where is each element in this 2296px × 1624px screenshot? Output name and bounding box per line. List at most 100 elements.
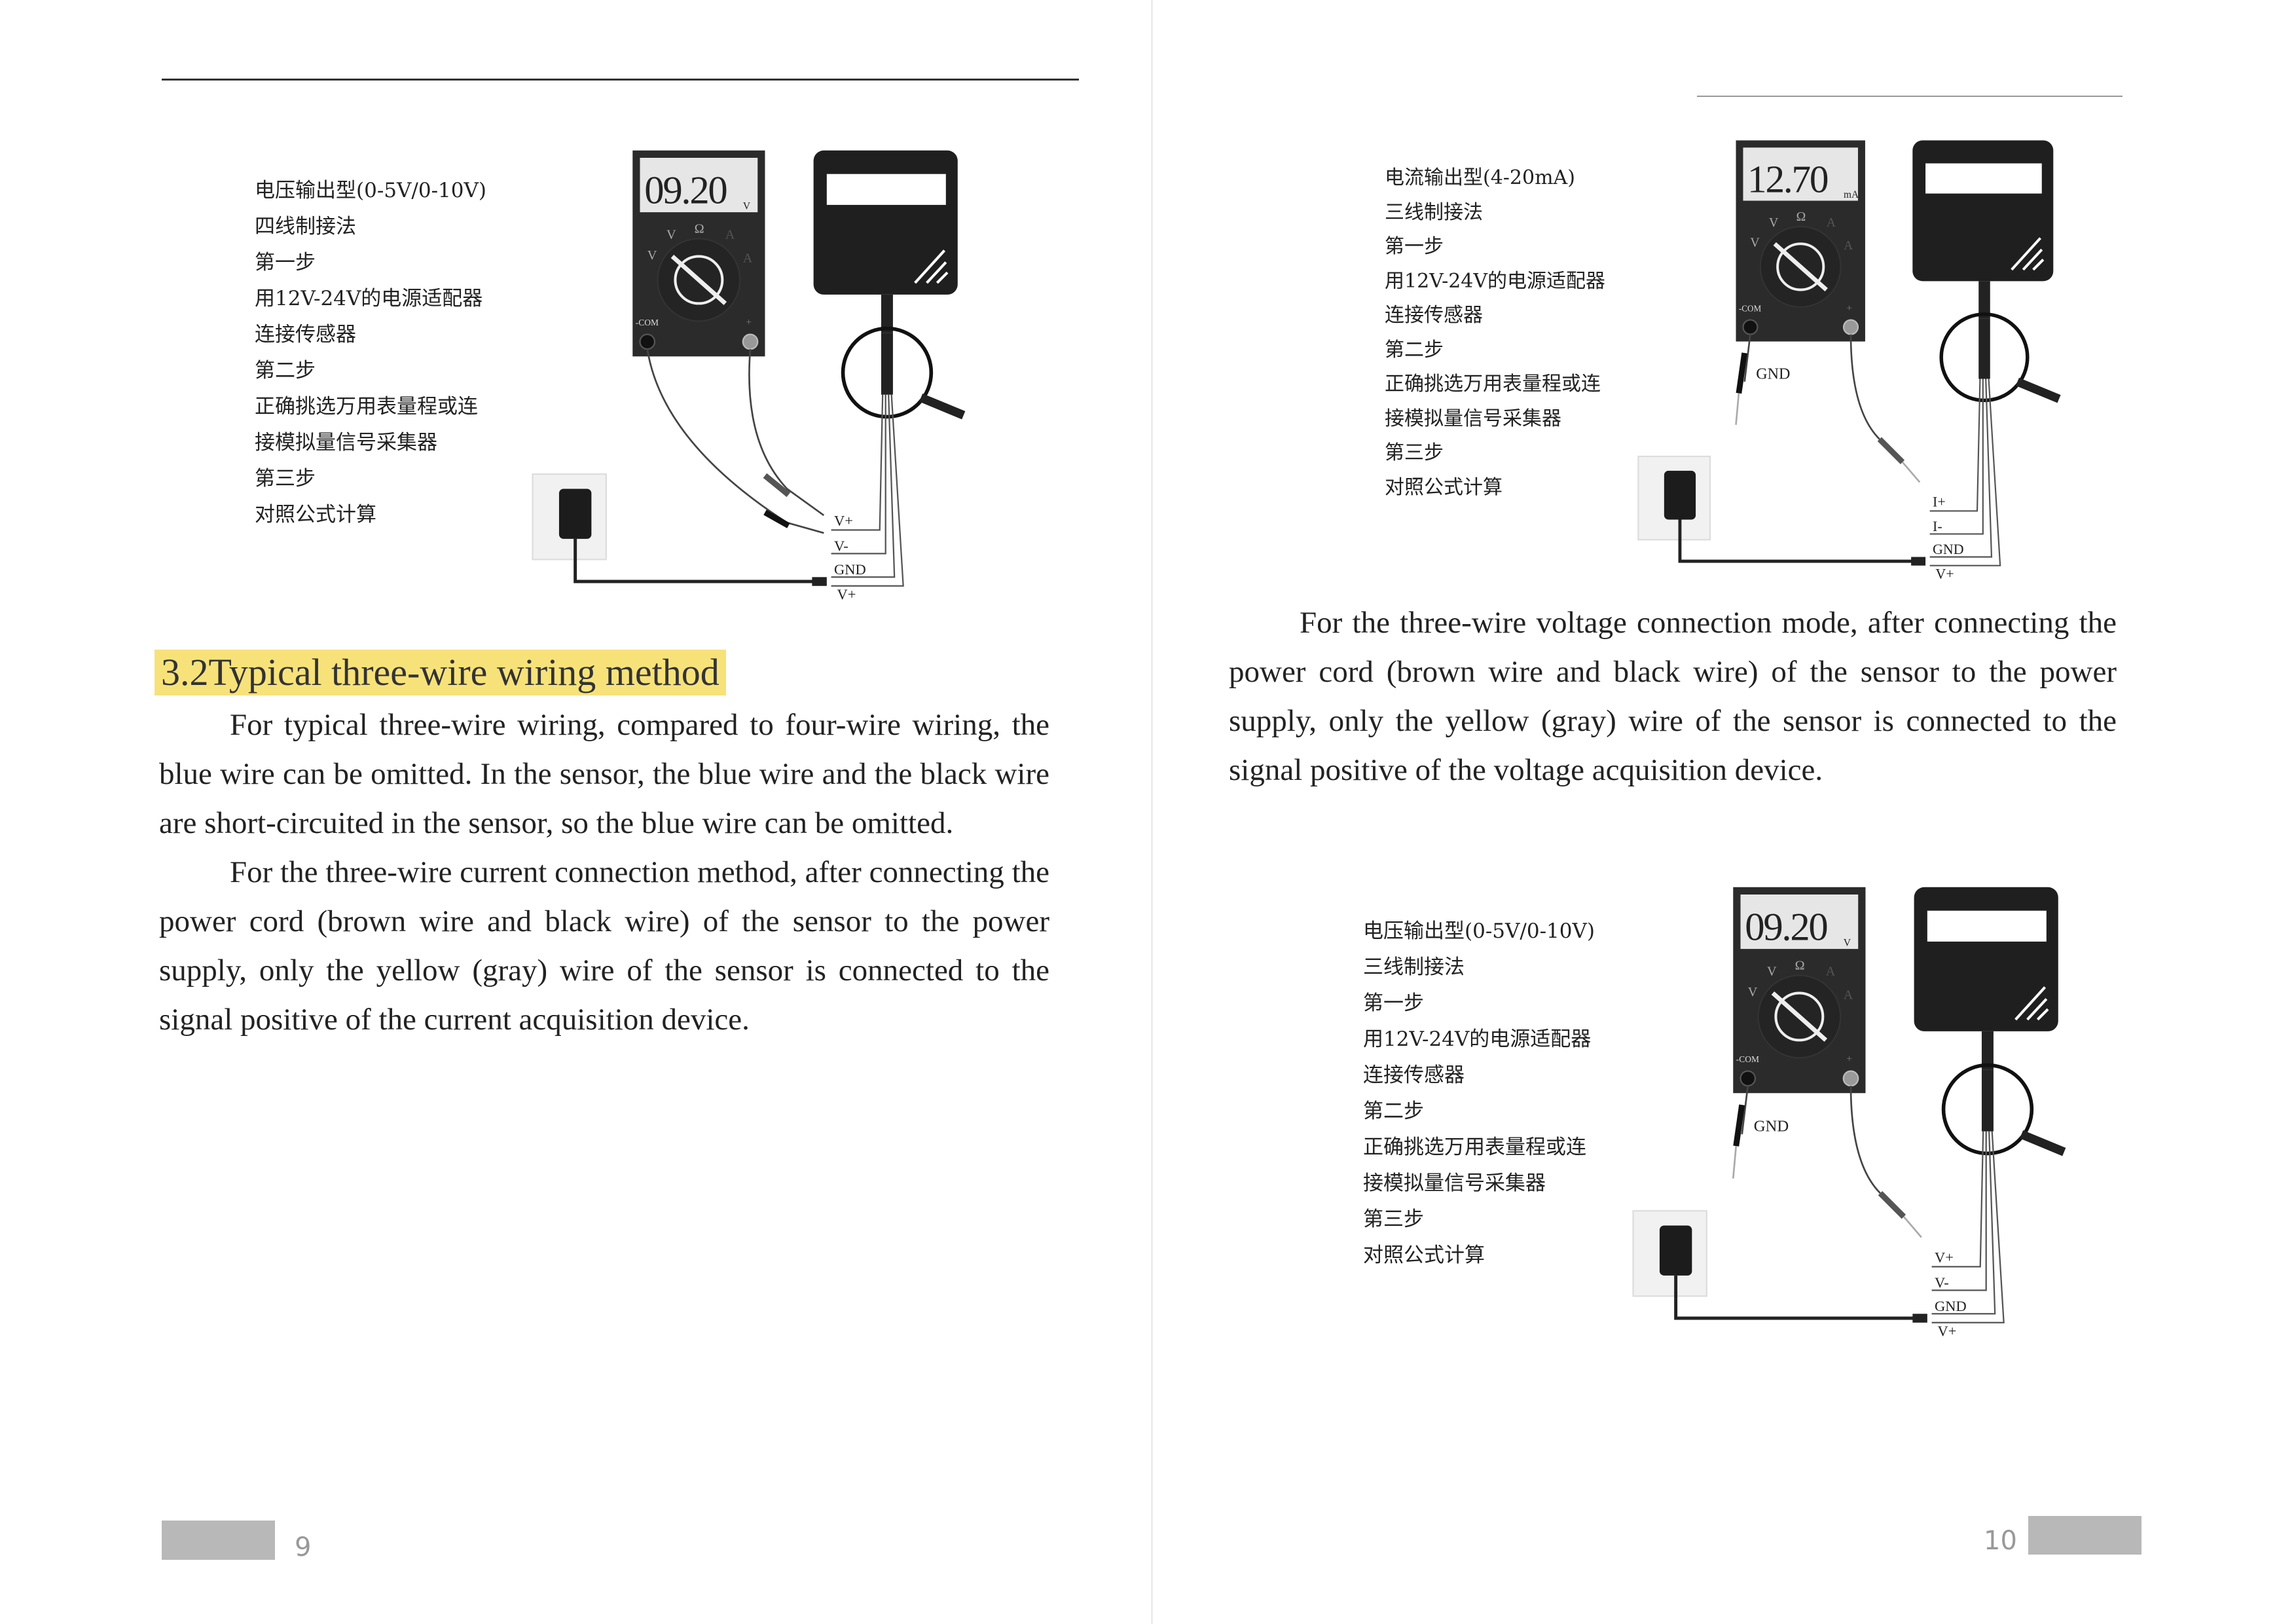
left-body-text: For typical three-wire wiring, compared … xyxy=(159,701,1049,1044)
dial-label: V xyxy=(666,228,676,242)
steps-title: 电压输出型(0-5V/0-10V) xyxy=(1363,919,1595,943)
sensor-device-icon xyxy=(813,150,958,333)
wire-label: V+ xyxy=(834,513,853,529)
probe-gnd-label: GND xyxy=(1754,1118,1789,1135)
wire-label: GND xyxy=(1933,541,1964,557)
wire-label: I+ xyxy=(1933,494,1946,510)
plus-jack xyxy=(1842,319,1859,335)
dial-label: V xyxy=(1748,985,1758,999)
com-label: -COM xyxy=(1736,1054,1759,1064)
multimeter-reading: 09.20 xyxy=(644,169,727,213)
step-line: 正确挑选万用表量程或连 xyxy=(1385,373,1601,396)
wiring-diagram-svg: 09.20 V V Ω A V A -COM + xyxy=(1632,887,2066,1339)
header-rule-left xyxy=(162,79,1079,81)
cable-connector xyxy=(812,577,827,586)
header-rule-right xyxy=(1697,96,2123,97)
step-line: 第三步 xyxy=(255,467,316,490)
dial-label: V xyxy=(1750,236,1760,250)
step-line: 用12V-24V的电源适配器 xyxy=(1363,1027,1592,1051)
dial-label: A xyxy=(1844,988,1853,1003)
multimeter-unit: V xyxy=(1844,938,1851,949)
step-line: 三线制接法 xyxy=(1363,955,1465,979)
wire-label: V- xyxy=(834,538,848,554)
plus-jack xyxy=(1842,1070,1859,1087)
power-adapter-icon xyxy=(558,489,592,539)
page-number: 9 xyxy=(295,1532,312,1562)
dial-label: A xyxy=(1844,238,1853,253)
probe-leads xyxy=(646,348,825,534)
wire-label: V- xyxy=(1935,1274,1949,1291)
magnifier-icon xyxy=(841,326,966,420)
step-line: 对照公式计算 xyxy=(255,503,376,526)
com-label: -COM xyxy=(636,318,659,327)
steps-title: 电流输出型(4-20mA) xyxy=(1385,166,1575,189)
step-line: 第一步 xyxy=(1363,991,1424,1015)
com-jack xyxy=(1742,319,1758,335)
power-cable xyxy=(1674,1275,1922,1320)
step-line: 连接传感器 xyxy=(1385,304,1483,327)
sensor-wires xyxy=(1931,1131,2005,1323)
magnifier-icon xyxy=(1941,1063,2066,1156)
wiring-diagram-three-wire-current: 12.70 mA V Ω A V A -COM + xyxy=(1630,138,2071,583)
wire-label: I- xyxy=(1933,518,1942,534)
step-line: 接模拟量信号采集器 xyxy=(1363,1172,1546,1195)
wire-label: V+ xyxy=(1935,1249,1954,1266)
paragraph: For typical three-wire wiring, compared … xyxy=(159,708,1049,840)
multimeter-icon: 09.20 V V Ω A V A -COM + xyxy=(632,150,765,357)
multimeter-icon: 12.70 mA V Ω A V A -COM + xyxy=(1736,140,1865,342)
com-jack xyxy=(1740,1070,1757,1087)
section-heading: 3.2Typical three-wire wiring method xyxy=(155,650,726,695)
multimeter-unit: mA xyxy=(1844,189,1859,200)
com-jack xyxy=(639,333,656,350)
step-line: 第二步 xyxy=(1363,1099,1424,1123)
step-line: 第三步 xyxy=(1385,441,1444,464)
page-number: 10 xyxy=(1984,1526,2017,1556)
com-label: -COM xyxy=(1739,303,1762,313)
step-line: 接模拟量信号采集器 xyxy=(1385,407,1561,430)
dial-label: Ω xyxy=(1796,210,1806,224)
multimeter-reading: 09.20 xyxy=(1745,906,1827,950)
sensor-wires xyxy=(1929,378,2001,566)
dial-label: Ω xyxy=(1795,959,1805,973)
multimeter-icon: 09.20 V V Ω A V A -COM + xyxy=(1733,887,1866,1094)
plus-label: + xyxy=(746,317,752,328)
power-adapter-icon xyxy=(1664,470,1696,520)
right-body-text: For the three-wire voltage connection mo… xyxy=(1229,599,2117,795)
steps-title: 电压输出型(0-5V/0-10V) xyxy=(255,179,486,202)
step-line: 对照公式计算 xyxy=(1363,1244,1485,1267)
step-line: 第三步 xyxy=(1363,1208,1424,1231)
page-marker-bar xyxy=(2028,1516,2141,1555)
wiring-steps-three-wire-current: 电流输出型(4-20mA) 三线制接法 第一步 用12V-24V的电源适配器 连… xyxy=(1385,161,1605,505)
wiring-steps-three-wire-voltage: 电压输出型(0-5V/0-10V) 三线制接法 第一步 用12V-24V的电源适… xyxy=(1363,913,1595,1274)
plus-label: + xyxy=(1846,1054,1852,1065)
step-line: 用12V-24V的电源适配器 xyxy=(1385,269,1606,293)
multimeter-reading: 12.70 xyxy=(1747,157,1828,200)
dial-label: Ω xyxy=(695,222,704,236)
wiring-diagram-svg: 12.70 mA V Ω A V A -COM + xyxy=(1637,140,2061,581)
step-line: 连接传感器 xyxy=(1363,1063,1465,1087)
wiring-diagram-three-wire-voltage: 09.20 V V Ω A V A -COM + xyxy=(1630,884,2071,1340)
wiring-diagram-svg: 09.20 V V Ω A V A -COM + xyxy=(532,150,966,602)
wire-label: V+ xyxy=(1935,565,1954,581)
paragraph: For the three-wire voltage connection mo… xyxy=(1229,606,2117,787)
dial-label: V xyxy=(1767,965,1777,979)
paragraph: For the three-wire current connection me… xyxy=(159,855,1049,1037)
wiring-diagram-four-wire-voltage: 09.20 V V Ω A V A -COM + xyxy=(530,147,971,604)
power-cable xyxy=(574,538,821,583)
step-line: 三线制接法 xyxy=(1385,200,1483,224)
step-line: 第一步 xyxy=(255,251,316,274)
step-line: 用12V-24V的电源适配器 xyxy=(255,287,483,310)
dial-label: V xyxy=(647,248,657,263)
page-marker-bar xyxy=(162,1521,275,1560)
cable-connector xyxy=(1912,1314,1927,1323)
probe-gnd-label: GND xyxy=(1756,366,1790,383)
dial-label: A xyxy=(743,251,753,266)
wire-label: GND xyxy=(1935,1298,1967,1314)
step-line: 连接传感器 xyxy=(255,323,356,346)
wire-label: V+ xyxy=(1938,1323,1957,1339)
sensor-device-icon xyxy=(1912,140,2054,319)
page-gutter xyxy=(1151,0,1153,1624)
step-line: 正确挑选万用表量程或连 xyxy=(255,395,478,418)
probe-leads xyxy=(1732,1085,1922,1238)
sensor-wires xyxy=(831,394,904,587)
